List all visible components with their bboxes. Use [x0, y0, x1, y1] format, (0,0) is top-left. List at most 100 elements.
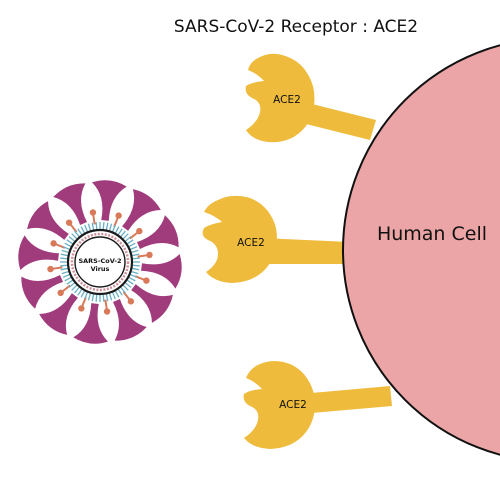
- virus-envelope-lipid: [91, 222, 95, 230]
- virus-envelope-lipid: [112, 292, 116, 300]
- virus-envelope-lipid: [131, 249, 139, 254]
- ace2-label-2: ACE2: [237, 237, 265, 249]
- virus-envelope-lipid: [128, 242, 136, 248]
- virus-envelope-lipid: [95, 294, 98, 302]
- virus-spike-protein: [39, 293, 78, 335]
- virus-membrane-protein-head: [89, 209, 97, 216]
- virus-envelope-lipid: [112, 224, 116, 232]
- virus-core: [74, 236, 126, 288]
- diagram-title: SARS-CoV-2 Receptor : ACE2: [174, 17, 418, 37]
- virus-envelope-lipid: [68, 282, 75, 288]
- virus-envelope-lipid: [130, 246, 138, 250]
- virus-envelope-lipid: [120, 230, 126, 237]
- virus-envelope-lipid: [61, 249, 69, 254]
- sars-cov-2-virus: [18, 180, 182, 344]
- virus-membrane-protein-head: [47, 265, 54, 273]
- virus-envelope-lipid: [130, 274, 138, 278]
- virus-envelope-lipid: [60, 267, 68, 271]
- receptor-stalk-2: [262, 238, 350, 264]
- ace2-receptor-head-2: [202, 195, 277, 283]
- virus-membrane-protein-head: [103, 308, 111, 315]
- virus-spike-protein: [73, 303, 108, 344]
- virus-spike-protein: [112, 298, 147, 341]
- virus-membrane-protein-head: [50, 240, 57, 247]
- virus-envelope-lipid: [77, 289, 83, 296]
- ace2-label-1: ACE2: [273, 94, 301, 106]
- virus-envelope-lipid: [80, 290, 86, 298]
- virus-spike-protein: [92, 180, 127, 221]
- virus-spike-protein: [21, 274, 64, 309]
- virus-envelope-lipid: [102, 222, 105, 230]
- virus-envelope-lipid: [66, 239, 73, 245]
- virus-envelope-lipid: [60, 257, 68, 260]
- virus-envelope-lipid: [117, 289, 123, 296]
- virus-spike-protein: [122, 189, 161, 231]
- virus-spike-protein: [53, 183, 88, 226]
- virus-envelope-lipid: [127, 239, 134, 245]
- receptor-stalk-3: [300, 386, 392, 414]
- virus-envelope-lipid: [132, 253, 140, 257]
- virus-envelope-lipid: [95, 222, 98, 230]
- receptor-heads: [202, 53, 315, 449]
- virus-envelope-lipid: [91, 294, 95, 302]
- virus-envelope-lipid: [80, 226, 86, 234]
- virus-envelope-lipid: [131, 270, 139, 275]
- virus-envelope-lipid: [71, 233, 78, 240]
- ace2-label-3: ACE2: [279, 399, 307, 411]
- virus-label-line1: SARS-CoV-2: [78, 257, 121, 265]
- ace2-receptor-head-3: [243, 361, 315, 449]
- virus-envelope-lipid: [71, 284, 78, 291]
- virus-envelope-ring: [66, 228, 134, 296]
- human-cell: [342, 44, 500, 456]
- virus-envelope-lipid: [62, 274, 70, 278]
- virus-envelope-lipid: [84, 292, 88, 300]
- virus-spike-protein: [27, 201, 69, 240]
- virus-spike-protein: [136, 215, 179, 250]
- virus-spike-protein: [131, 284, 173, 323]
- virus-envelope-lipid: [128, 276, 136, 282]
- virus-envelope-lipid: [68, 236, 75, 242]
- virus-envelope-lipid: [127, 279, 134, 285]
- virus-envelope-lipid: [108, 223, 113, 231]
- virus-envelope-lipid: [132, 264, 140, 267]
- virus-spike-protein: [141, 254, 182, 289]
- virus-envelope-lipid: [64, 242, 72, 248]
- virus-envelope-lipid: [132, 267, 140, 271]
- virus-envelope-lipid: [77, 228, 83, 235]
- virus-envelope-lipid: [114, 226, 120, 234]
- virus-membrane-protein-head: [143, 277, 150, 284]
- virus-spike-protein: [18, 235, 59, 270]
- virus-membrane-protein-head: [146, 251, 153, 259]
- virus-membrane-protein-head: [127, 298, 135, 305]
- virus-envelope-lipid: [108, 293, 113, 301]
- virus-membrane-protein-head: [57, 289, 64, 297]
- virus-membrane-protein-head: [78, 305, 85, 312]
- virus-envelope-lipid: [122, 284, 129, 291]
- virus-envelope-lipid: [132, 257, 140, 260]
- virus-envelope-lipid: [105, 294, 109, 302]
- virus-envelope-lipid: [62, 246, 70, 250]
- human-cell-label: Human Cell: [377, 223, 487, 245]
- virus-envelope-lipid: [122, 233, 129, 240]
- virus-membrane-protein-head: [136, 227, 143, 235]
- virus-envelope-lipid: [125, 282, 132, 288]
- virus-envelope-lipid: [84, 224, 88, 232]
- virus-label-line2: Virus: [91, 265, 110, 273]
- ace2-receptor-head-1: [245, 53, 315, 143]
- virus-envelope-lipid: [125, 236, 132, 242]
- virus-envelope-lipid: [120, 287, 126, 294]
- virus-envelope-lipid: [61, 270, 69, 275]
- virus-membrane-protein-head: [115, 212, 122, 219]
- virus-envelope-lipid: [60, 253, 68, 257]
- virus-envelope-lipid: [87, 293, 92, 301]
- virus-membrane-protein-head: [65, 219, 73, 226]
- virus-envelope-lipid: [74, 287, 80, 294]
- virus-envelope-lipid: [102, 294, 105, 302]
- virus-envelope-lipid: [114, 290, 120, 298]
- virus-envelope-lipid: [87, 223, 92, 231]
- virus-envelope-lipid: [105, 222, 109, 230]
- virus-envelope-lipid: [66, 279, 73, 285]
- virus-envelope-lipid: [117, 228, 123, 235]
- virus-envelope-lipid: [60, 264, 68, 267]
